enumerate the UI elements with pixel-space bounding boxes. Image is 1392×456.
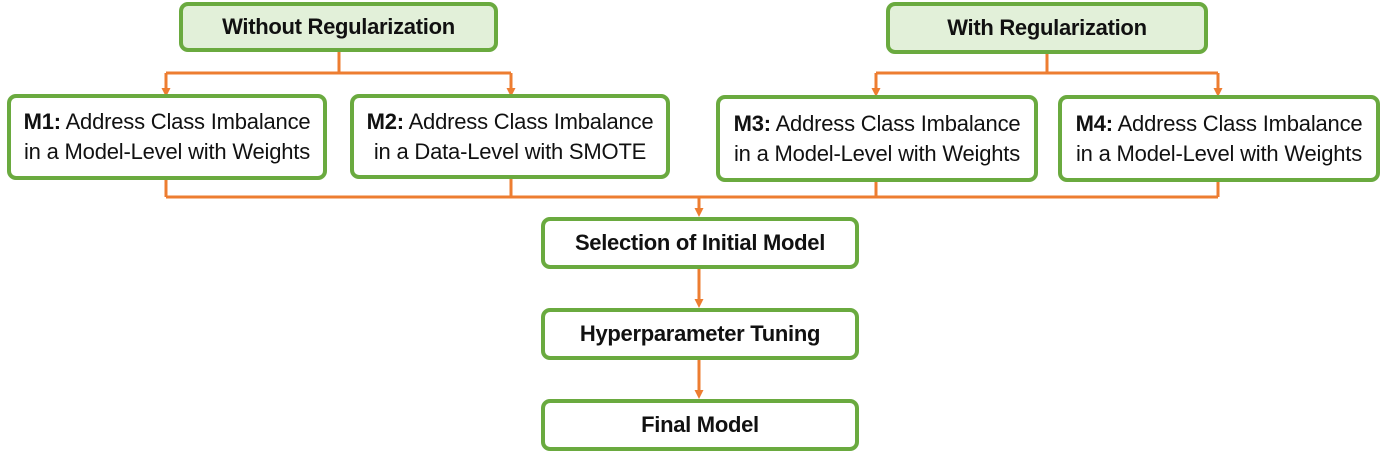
hyperparameter-tuning-label: Hyperparameter Tuning xyxy=(579,321,821,346)
without-regularization-label: Without Regularization xyxy=(222,14,455,39)
method-m1-id: M1: xyxy=(23,109,61,134)
method-m3-line2: in a Model-Level with Weights xyxy=(733,140,1021,166)
method-m4-line1: M4: Address Class Imbalance xyxy=(1076,109,1363,139)
method-m2-box: M2: Address Class Imbalance in a Data-Le… xyxy=(350,94,670,179)
method-m4-box: M4: Address Class Imbalance in a Model-L… xyxy=(1058,95,1380,182)
method-m1-line2: in a Model-Level with Weights xyxy=(23,139,311,164)
method-m4-line2: in a Model-Level with Weights xyxy=(1075,140,1363,166)
method-m4-text: Address Class Imbalance xyxy=(1117,110,1363,136)
method-m3-text: Address Class Imbalance xyxy=(775,110,1021,136)
method-m1-line1: M1: Address Class Imbalance xyxy=(24,107,311,137)
method-m3-line1: M3: Address Class Imbalance xyxy=(734,109,1021,139)
method-m3-box: M3: Address Class Imbalance in a Model-L… xyxy=(716,95,1038,182)
without-regularization-box: Without Regularization xyxy=(179,2,498,52)
selection-initial-model-box: Selection of Initial Model xyxy=(541,217,859,269)
hyperparameter-tuning-box: Hyperparameter Tuning xyxy=(541,308,859,360)
method-m3-id: M3: xyxy=(733,110,771,136)
with-regularization-label: With Regularization xyxy=(947,15,1147,40)
final-model-label: Final Model xyxy=(641,412,759,437)
selection-initial-model-label: Selection of Initial Model xyxy=(574,230,826,255)
method-m2-line1: M2: Address Class Imbalance xyxy=(367,107,654,137)
method-m1-box: M1: Address Class Imbalance in a Model-L… xyxy=(7,94,327,180)
method-m2-line2: in a Data-Level with SMOTE xyxy=(373,138,647,164)
method-m4-id: M4: xyxy=(1075,110,1113,136)
method-m2-text: Address Class Imbalance xyxy=(408,108,654,134)
method-m2-id: M2: xyxy=(366,108,404,134)
method-m1-text: Address Class Imbalance xyxy=(65,109,311,134)
final-model-box: Final Model xyxy=(541,399,859,451)
with-regularization-box: With Regularization xyxy=(886,2,1208,54)
